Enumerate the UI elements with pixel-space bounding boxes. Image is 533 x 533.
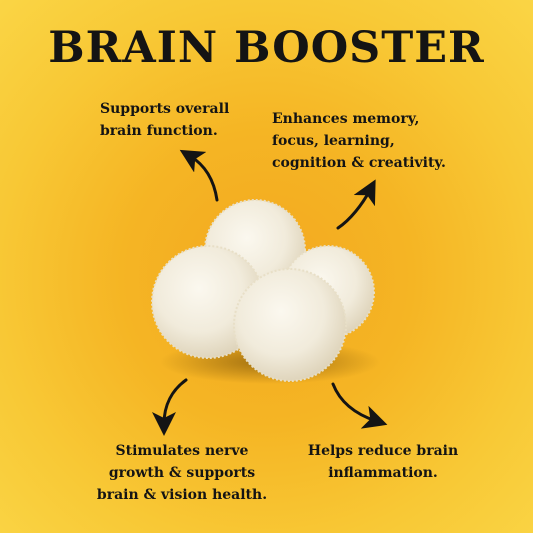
lions-mane-mushroom-illustration — [151, 199, 380, 384]
curved-arrow-icon — [331, 382, 388, 429]
benefit-reduce-inflammation: Helps reduce brain inflammation. — [307, 443, 459, 481]
benefit-memory-focus: Enhances memory, focus, learning, cognit… — [272, 111, 446, 171]
benefit-nerve-growth: Stimulates nerve growth & supports brain… — [96, 443, 268, 503]
benefit-brain-function: Supports overall brain function. — [100, 101, 230, 139]
curved-arrow-icon — [152, 378, 188, 436]
curved-arrow-icon — [336, 179, 376, 230]
page-title: BRAIN BOOSTER — [48, 23, 485, 73]
curved-arrow-icon — [179, 149, 219, 202]
